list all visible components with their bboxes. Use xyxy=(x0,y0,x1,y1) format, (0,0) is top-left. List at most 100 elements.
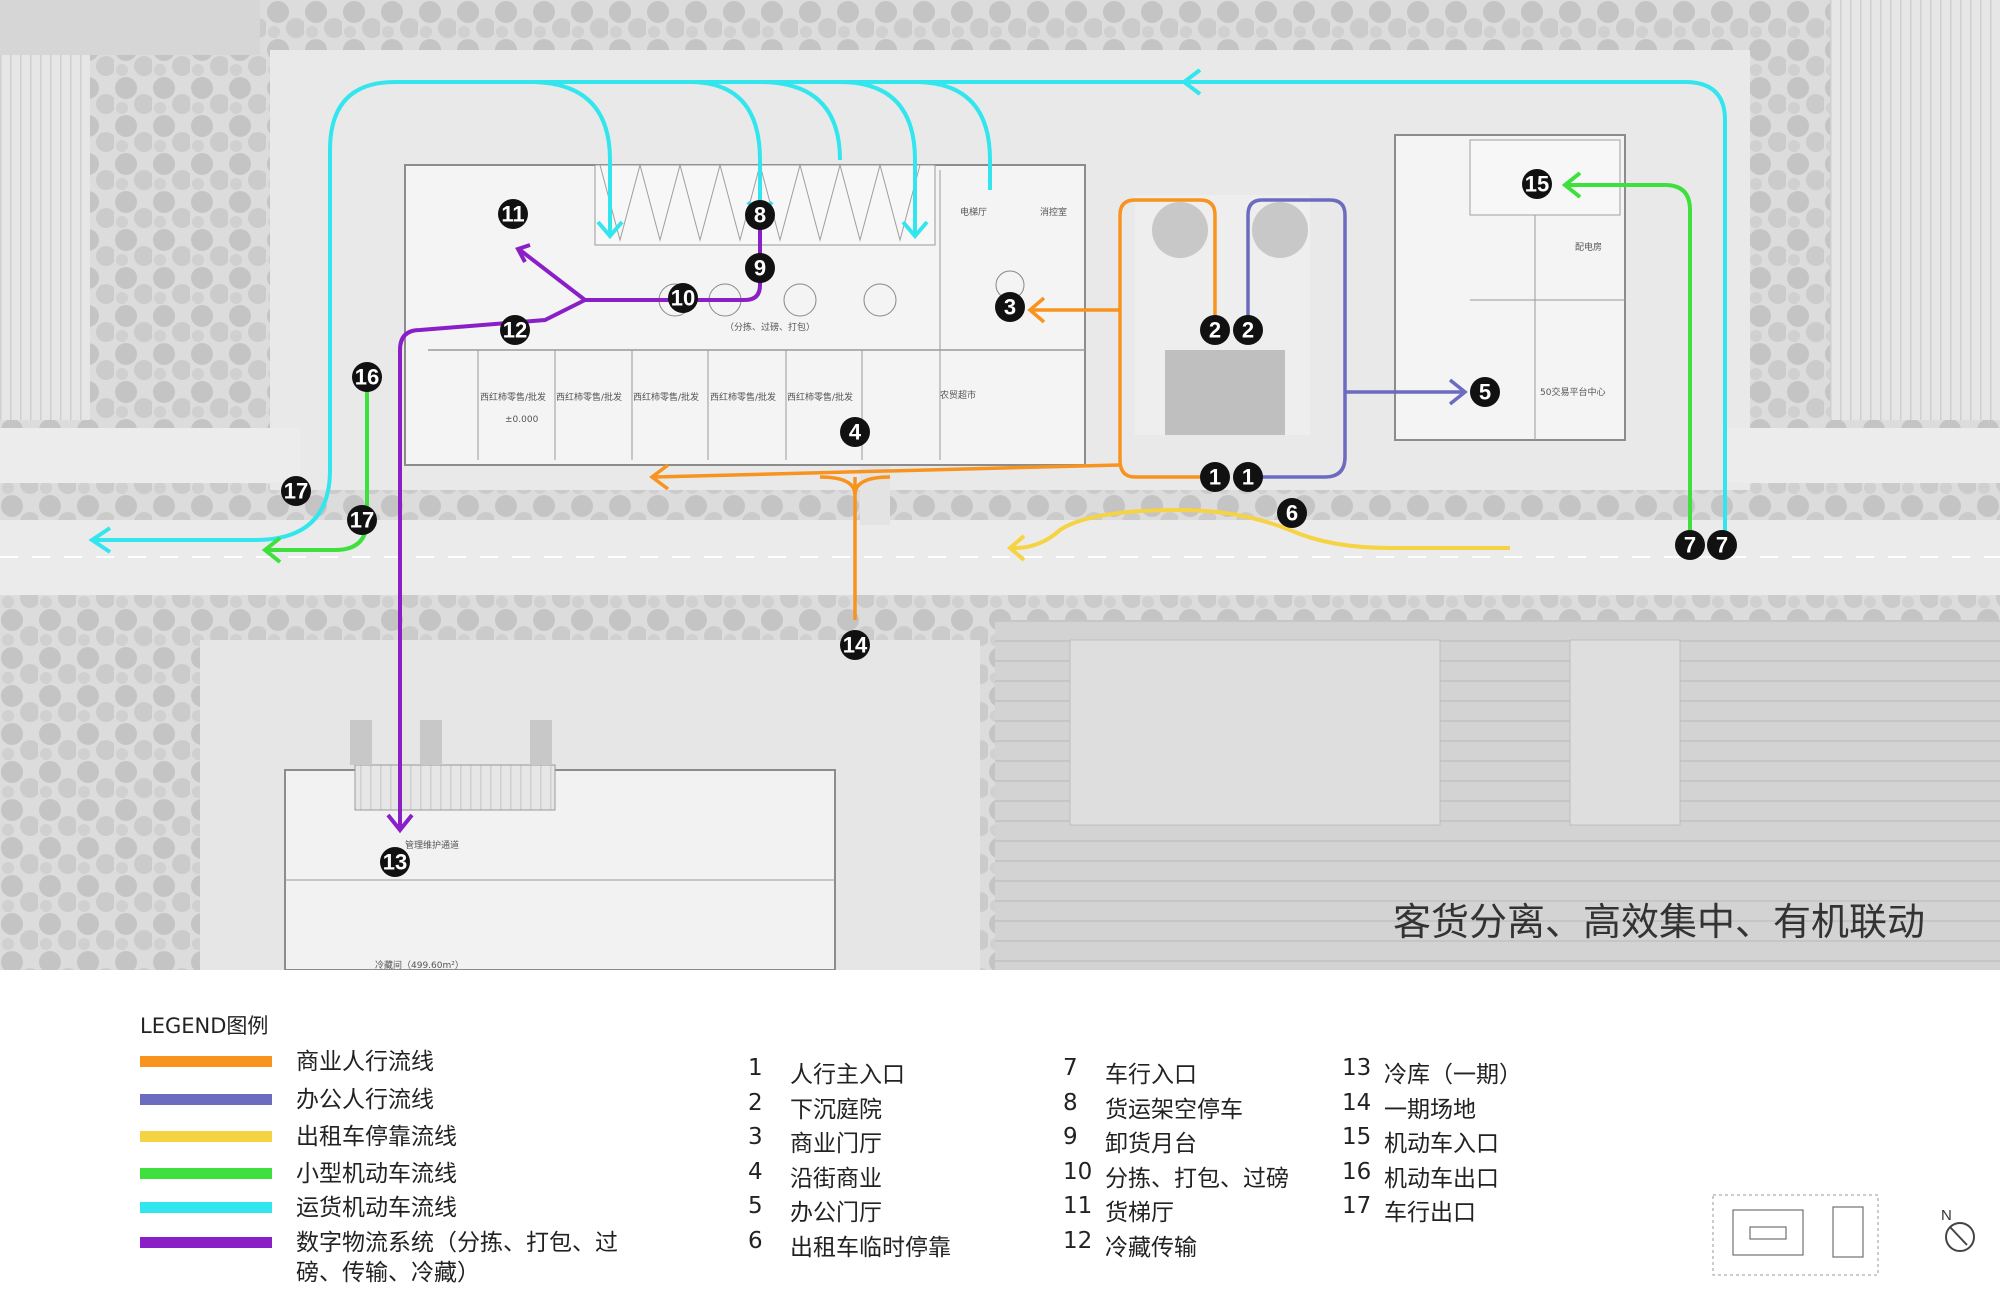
legend-item-logistics: 数字物流系统（分拣、打包、过磅、传输、冷藏） xyxy=(140,1228,626,1286)
key-item: 8 货运架空停车 xyxy=(1063,1090,1289,1125)
legend-item-small-vehicle: 小型机动车流线 xyxy=(140,1159,457,1193)
key-num: 16 xyxy=(1342,1158,1372,1185)
legend-swatch xyxy=(140,1131,272,1142)
retail-label-5: 西红柿零售/批发 xyxy=(787,391,853,403)
key-text: 分拣、打包、过磅 xyxy=(1105,1165,1289,1192)
key-num: 6 xyxy=(748,1227,763,1254)
svg-text:1: 1 xyxy=(1209,465,1221,490)
key-text: 冷库（一期） xyxy=(1384,1062,1522,1088)
legend-label: 商业人行流线 xyxy=(296,1049,434,1075)
legend-item-commercial: 商业人行流线 xyxy=(140,1047,434,1081)
marker-3: 3 xyxy=(995,292,1025,322)
office-pedestrian-flow xyxy=(1245,198,1468,479)
digital-logistics-flow xyxy=(386,215,762,834)
key-num: 12 xyxy=(1063,1227,1093,1254)
svg-text:7: 7 xyxy=(1684,533,1696,558)
key-text: 机动车入口 xyxy=(1384,1131,1499,1157)
marker-2a: 2 xyxy=(1200,315,1230,345)
marker-16: 16 xyxy=(352,362,382,392)
svg-text:16: 16 xyxy=(355,365,379,390)
marker-15: 15 xyxy=(1522,169,1552,199)
key-text: 货运架空停车 xyxy=(1105,1096,1243,1123)
svg-text:15: 15 xyxy=(1525,172,1549,197)
legend-item-taxi: 出租车停靠流线 xyxy=(140,1122,457,1156)
key-num: 4 xyxy=(748,1158,763,1185)
key-text: 办公门厅 xyxy=(790,1200,882,1226)
marker-12: 12 xyxy=(500,315,530,345)
taxi-flow xyxy=(1006,507,1510,562)
maintenance-passage-label: 管理维护通道 xyxy=(405,839,459,851)
marker-17a: 17 xyxy=(281,476,311,506)
freight-vehicle-flow xyxy=(88,68,1727,554)
marker-9: 9 xyxy=(745,253,775,283)
key-text: 卸货月台 xyxy=(1105,1131,1197,1157)
legend-swatch xyxy=(140,1237,272,1248)
svg-text:17: 17 xyxy=(350,508,374,533)
key-num: 17 xyxy=(1342,1193,1372,1219)
compass-label: N xyxy=(1941,1207,1952,1224)
key-item: 16 机动车出口 xyxy=(1342,1159,1522,1194)
marker-4: 4 xyxy=(840,417,870,447)
marker-7b: 7 xyxy=(1707,530,1737,560)
key-item: 15 机动车入口 xyxy=(1342,1124,1522,1159)
legend-label: 运货机动车流线 xyxy=(296,1195,457,1221)
svg-text:4: 4 xyxy=(849,420,862,445)
key-text: 出租车临时停靠 xyxy=(790,1234,951,1261)
svg-text:2: 2 xyxy=(1242,318,1254,343)
marker-11: 11 xyxy=(498,199,528,229)
elevator-hall-label: 电梯厅 xyxy=(960,206,987,218)
key-text: 下沉庭院 xyxy=(790,1096,882,1123)
retail-label-3: 西红柿零售/批发 xyxy=(633,391,699,403)
key-num: 15 xyxy=(1342,1124,1372,1150)
svg-text:5: 5 xyxy=(1479,380,1491,405)
key-item: 9 卸货月台 xyxy=(1063,1124,1289,1159)
legend-label: 出租车停靠流线 xyxy=(296,1124,457,1150)
key-num: 9 xyxy=(1063,1124,1078,1150)
legend-swatch xyxy=(140,1056,272,1067)
marker-10: 10 xyxy=(668,283,698,313)
control-room-label: 消控室 xyxy=(1040,206,1067,218)
marker-13: 13 xyxy=(380,847,410,877)
marker-5: 5 xyxy=(1470,377,1500,407)
key-text: 沿街商业 xyxy=(790,1165,882,1192)
key-num: 8 xyxy=(1063,1089,1078,1116)
svg-text:7: 7 xyxy=(1716,533,1728,558)
svg-text:1: 1 xyxy=(1242,465,1254,490)
svg-text:6: 6 xyxy=(1286,501,1298,526)
key-text: 一期场地 xyxy=(1384,1096,1476,1123)
legend-swatch xyxy=(140,1202,272,1213)
power-room-label: 配电房 xyxy=(1575,241,1602,253)
legend-swatch xyxy=(140,1094,272,1105)
marker-8: 8 xyxy=(745,200,775,230)
key-text: 车行入口 xyxy=(1105,1062,1197,1088)
elevation-label: ±0.000 xyxy=(505,415,539,425)
marker-1b: 1 xyxy=(1233,462,1263,492)
key-text: 车行出口 xyxy=(1384,1200,1476,1226)
commercial-pedestrian-flow xyxy=(649,198,1217,620)
key-text: 商业门厅 xyxy=(790,1131,882,1157)
key-text: 人行主入口 xyxy=(790,1062,905,1088)
legend-item-freight: 运货机动车流线 xyxy=(140,1193,457,1227)
svg-text:8: 8 xyxy=(754,203,766,228)
svg-text:12: 12 xyxy=(503,318,527,343)
marker-6: 6 xyxy=(1277,498,1307,528)
legend-title: LEGEND图例 xyxy=(140,1014,269,1038)
office-platform-label: 50交易平台中心 xyxy=(1540,386,1605,398)
agri-market-label: 农贸超市 xyxy=(940,389,976,401)
key-text: 机动车出口 xyxy=(1384,1165,1499,1192)
marker-2b: 2 xyxy=(1233,315,1263,345)
svg-text:2: 2 xyxy=(1209,318,1221,343)
slogan: 客货分离、高效集中、有机联动 xyxy=(1393,900,1925,944)
key-map: N xyxy=(1712,1194,1975,1276)
key-item: 4 沿街商业 xyxy=(748,1159,951,1194)
legend-label: 小型机动车流线 xyxy=(296,1161,457,1187)
markers: 1 1 2 2 3 4 5 6 7 7 8 9 10 11 12 13 14 1… xyxy=(281,169,1737,877)
